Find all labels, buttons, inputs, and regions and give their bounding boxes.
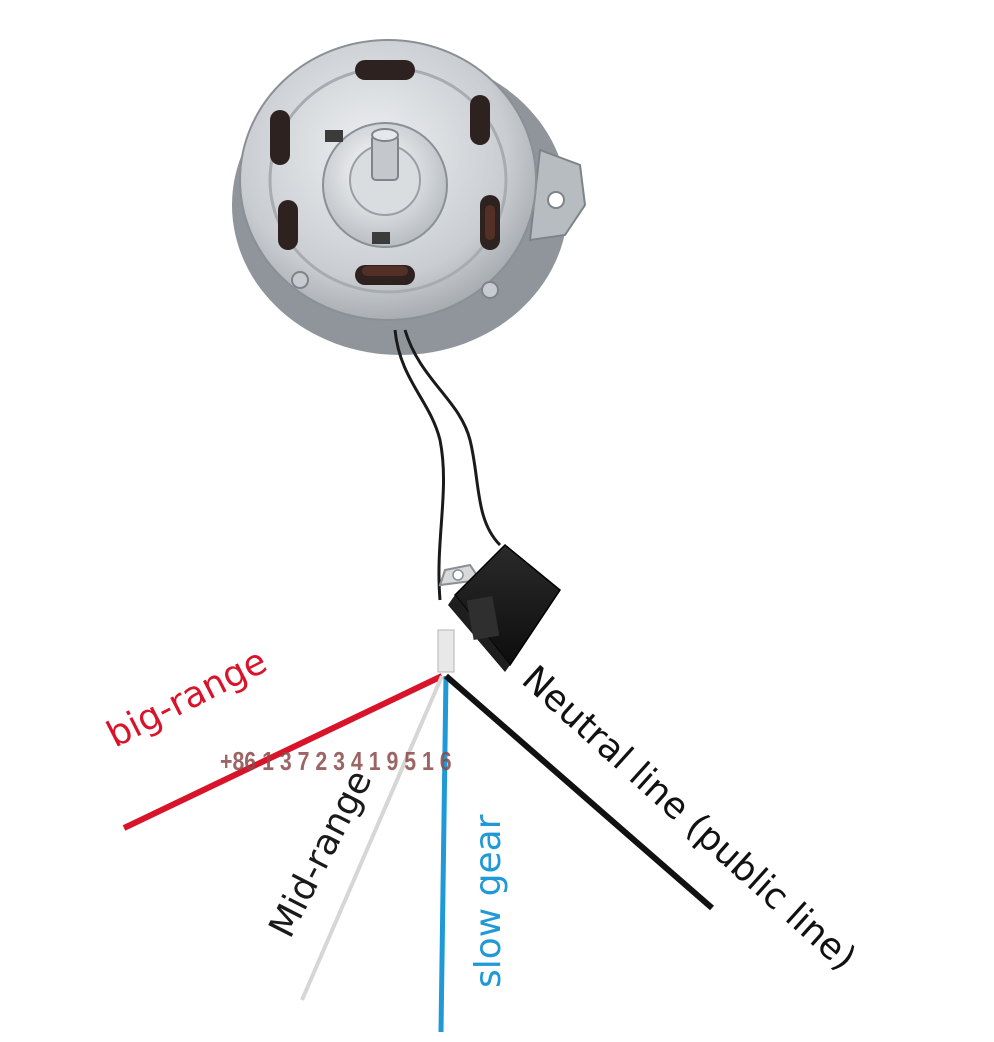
slow-gear-label: slow gear [468,814,509,988]
big-range-label: big-range [100,641,273,756]
neutral-wire [444,673,714,911]
wires [122,673,714,1033]
motor-icon [232,39,587,355]
mid-range-label: Mid-range [261,764,380,944]
slow-gear-wire [438,675,449,1033]
lead-wires [393,329,502,601]
big-range-wire [122,673,444,831]
capacitor-icon [437,543,562,673]
phone-watermark: +86 1 3 7 2 3 4 1 9 5 1 6 [220,747,452,777]
neutral-line-label: Neutral line (public line) [514,658,864,979]
mid-range-wire [300,675,444,1001]
